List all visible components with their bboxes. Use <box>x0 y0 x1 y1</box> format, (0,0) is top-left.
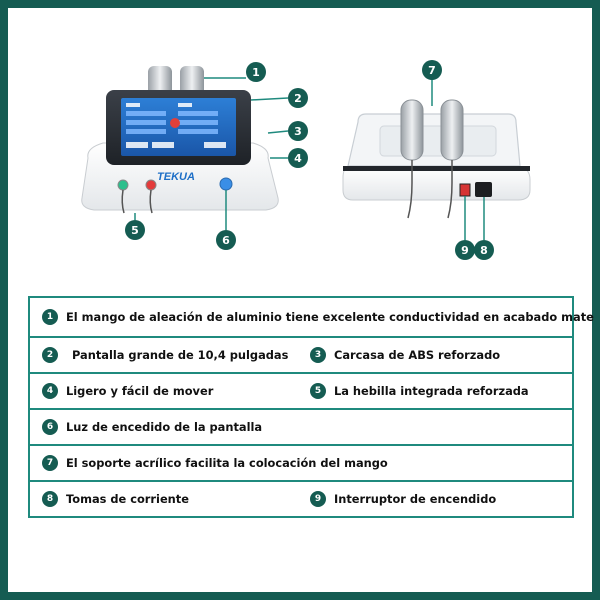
callout-8: 8 <box>474 240 494 260</box>
brand-logo: TEKUA <box>157 171 195 183</box>
legend-number: 4 <box>42 383 58 399</box>
legend-text: El soporte acrílico facilita la colocaci… <box>66 456 388 470</box>
power-socket <box>475 182 492 197</box>
legend-text: Interruptor de encendido <box>334 491 497 506</box>
power-switch <box>459 183 471 197</box>
legend-text: Carcasa de ABS reforzado <box>334 348 501 362</box>
legend-row: 6 Luz de encedido de la pantalla <box>30 410 572 446</box>
callout-9: 9 <box>455 240 475 260</box>
callout-5: 5 <box>125 220 145 240</box>
legend-number: 1 <box>42 309 58 325</box>
front-device: TEKUA <box>81 66 279 214</box>
handpiece-right <box>440 99 464 161</box>
knob-left <box>148 66 172 96</box>
callout-7: 7 <box>422 60 442 80</box>
feature-legend: 1 El mango de aleación de aluminio tiene… <box>28 296 594 518</box>
legend-number: 5 <box>310 383 326 399</box>
legend-row: 8 Tomas de corriente 9 Interruptor de en… <box>30 482 572 515</box>
legend-text: El mango de aleación de aluminio tiene e… <box>66 310 594 324</box>
power-light <box>219 177 233 191</box>
knob-right <box>180 66 204 96</box>
handpiece-left <box>400 99 424 161</box>
legend-text: Tomas de corriente <box>66 491 189 506</box>
legend-number: 7 <box>42 455 58 471</box>
legend-number: 9 <box>310 490 326 507</box>
output-port-green <box>117 179 129 191</box>
legend-text: Pantalla grande de 10,4 pulgadas <box>72 348 289 362</box>
callout-2: 2 <box>288 88 308 108</box>
legend-number: 8 <box>42 490 58 507</box>
page-frame: TEKUA <box>8 8 594 592</box>
product-diagram: TEKUA <box>81 66 531 240</box>
legend-row: 4 Ligero y fácil de mover 5 La hebilla i… <box>30 374 572 410</box>
legend-number: 6 <box>42 419 58 435</box>
output-port-red <box>145 179 157 191</box>
callout-3: 3 <box>288 121 308 141</box>
callout-1: 1 <box>246 62 266 82</box>
legend-row: 2 Pantalla grande de 10,4 pulgadas 3 Car… <box>30 338 572 374</box>
rear-body <box>342 167 531 201</box>
legend-number: 2 <box>42 347 58 363</box>
legend-row: 7 El soporte acrílico facilita la coloca… <box>30 446 572 482</box>
callout-6: 6 <box>216 230 236 250</box>
legend-row: 1 El mango de aleación de aluminio tiene… <box>30 298 594 338</box>
callout-4: 4 <box>288 148 308 168</box>
rear-device <box>342 99 531 219</box>
legend-number: 3 <box>310 347 326 363</box>
legend-text: Ligero y fácil de mover <box>66 384 214 398</box>
legend-text: La hebilla integrada reforzada <box>334 384 529 398</box>
legend-text: Luz de encedido de la pantalla <box>66 420 263 434</box>
